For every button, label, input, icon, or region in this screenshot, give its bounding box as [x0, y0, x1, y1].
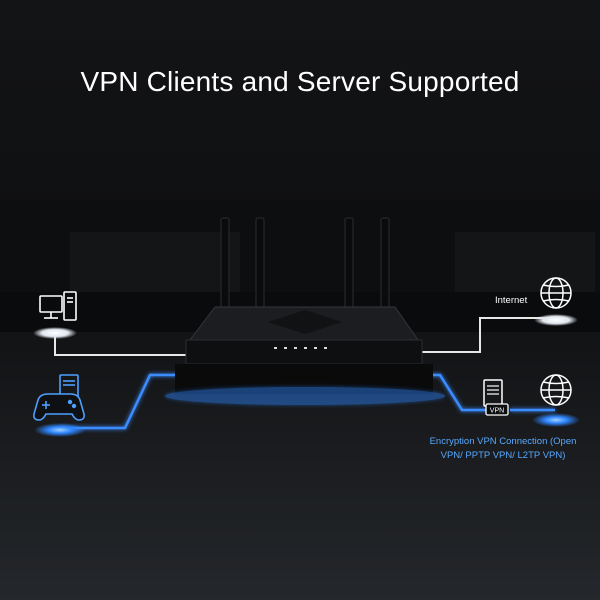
internet-to-router-line	[405, 317, 555, 353]
router-antenna-1	[220, 217, 230, 319]
router-top-ridge	[268, 310, 342, 334]
router-front	[185, 339, 423, 365]
router-icon	[175, 217, 433, 394]
internet-label: Internet	[495, 295, 528, 306]
vpn-globe-pad	[532, 413, 580, 427]
router-status-leds	[274, 347, 327, 349]
page-title: VPN Clients and Server Supported	[80, 66, 520, 97]
vpn-badge-text: VPN	[490, 408, 504, 415]
desktop-pad	[33, 327, 77, 339]
desktop-to-router-line	[54, 335, 250, 356]
router-glow	[165, 387, 445, 405]
router-antenna-3	[344, 217, 354, 314]
globe-icon	[540, 277, 572, 309]
internet-globe-pad	[534, 314, 578, 326]
router-antenna-2	[255, 217, 265, 314]
encryption-vpn-label: Encryption VPN Connection (Open VPN/ PPT…	[429, 436, 577, 461]
gamepad-icon	[33, 374, 85, 421]
device-pads	[33, 314, 580, 437]
router-antenna-4	[380, 217, 390, 319]
vpn-server-icon: VPN	[483, 379, 509, 416]
desktop-computer-icon	[39, 291, 77, 321]
globe-icon-vpn	[540, 374, 572, 406]
wired-connection-lines	[54, 317, 555, 356]
gamer-pad	[34, 423, 86, 437]
